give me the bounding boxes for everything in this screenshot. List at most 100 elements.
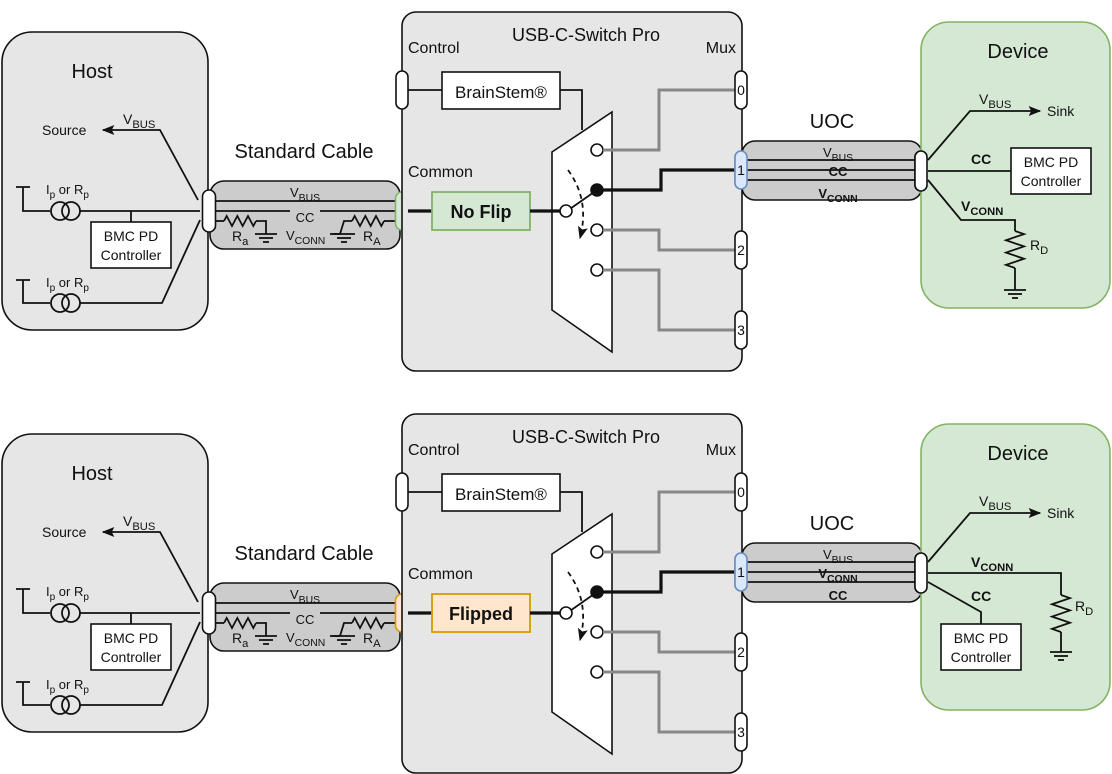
host-controller-line-1: BMC PD <box>104 630 158 646</box>
host-bmc-pd-controller-box <box>90 221 172 269</box>
mux-label: Mux <box>706 442 736 459</box>
contact-0 <box>590 143 604 157</box>
rd-label-main: R <box>1075 598 1085 614</box>
orientation-box <box>431 191 531 231</box>
current-source-icon-1 <box>50 201 81 221</box>
device-vbus-wire <box>927 507 1042 563</box>
current-source-coil-2 <box>61 603 81 623</box>
contact-2 <box>590 223 604 237</box>
device-vconn-label-main: V <box>961 198 971 214</box>
host-vbus-label: VBUS <box>123 513 155 533</box>
cable-cc-label: CC <box>296 210 315 225</box>
mux-port-2-label: 2 <box>737 644 745 660</box>
uoc-line-label-0-main: V <box>823 145 832 160</box>
or-text: or <box>55 677 74 692</box>
device-plug <box>914 150 928 192</box>
common-label: Common <box>408 164 473 181</box>
rp-sub: p <box>83 190 89 201</box>
uoc-line-label-1-sub: CONN <box>827 574 858 585</box>
ra-left-label-main: R <box>232 630 242 646</box>
device-cc-wire <box>927 581 982 624</box>
cable-vconn-label: VCONN <box>286 630 325 649</box>
device-vconn-label-sub: CONN <box>980 562 1013 574</box>
host-title: Host <box>71 463 113 485</box>
or-text: or <box>55 275 74 290</box>
host-vbus-wire <box>101 124 199 201</box>
switch-title: USB-C-Switch Pro <box>512 25 660 45</box>
device-cc-label: CC <box>971 151 991 167</box>
ra-right-label-sub: A <box>373 236 381 248</box>
mux-port-2-label: 2 <box>737 242 745 258</box>
host-vbus-label-sub: BUS <box>132 521 155 533</box>
trace-port-2 <box>603 228 736 252</box>
rp-sub: p <box>83 685 89 696</box>
brainstem-to-mux-wire <box>560 89 583 130</box>
host-cc-wire-2 <box>16 219 201 304</box>
ra-right-resistor-icon <box>351 214 385 228</box>
sink-label: Sink <box>1047 505 1075 521</box>
uoc-line-label-0: VBUS <box>823 547 853 566</box>
host-cc-wire-1 <box>16 186 200 212</box>
current-source-coil-2 <box>61 695 81 715</box>
ra-left-resistor-icon <box>223 214 257 228</box>
brainstem-label: BrainStem® <box>455 83 547 102</box>
device-title: Device <box>987 443 1048 465</box>
cable-title: Standard Cable <box>235 543 374 565</box>
ra-right-label-main: R <box>363 228 373 244</box>
mux-port-0-label: 0 <box>737 82 745 98</box>
ip-sub: p <box>50 685 56 696</box>
uoc-line-label-0-sub: BUS <box>832 555 853 566</box>
mux-port-0 <box>734 472 748 512</box>
contact-1-active <box>590 183 604 197</box>
ra-right-to-ground <box>339 622 352 637</box>
contact-2 <box>590 625 604 639</box>
control-port <box>395 70 409 110</box>
uoc-line-label-1: VCONN <box>818 566 857 585</box>
control-label: Control <box>408 442 460 459</box>
ra-right-label: RA <box>363 630 381 650</box>
device-vconn-label-sub: CONN <box>970 206 1003 218</box>
device-vbus-label: VBUS <box>979 91 1011 111</box>
device-vbus-label: VBUS <box>979 493 1011 513</box>
uoc-title: UOC <box>810 513 854 535</box>
device-vconn-label-main: V <box>971 554 981 570</box>
device-bmc-pd-controller-box <box>1010 147 1092 195</box>
cable-vbus-label-main: V <box>290 185 299 200</box>
ip-main: I <box>46 182 50 197</box>
rd-label-main: R <box>1030 237 1040 253</box>
uoc-port-1-plug <box>734 150 748 190</box>
host-vbus-label-main: V <box>123 513 133 529</box>
mux-port-3 <box>734 712 748 752</box>
contact-3 <box>590 665 604 679</box>
ra-right-label: RA <box>363 228 381 248</box>
current-source-coil-1 <box>50 603 70 623</box>
uoc-line-label-0-sub: BUS <box>832 153 853 164</box>
cable-title: Standard Cable <box>235 141 374 163</box>
switch-title: USB-C-Switch Pro <box>512 427 660 447</box>
trace-port-2 <box>603 630 736 654</box>
ra-right-resistor-icon <box>351 616 385 630</box>
ip-main: I <box>46 677 50 692</box>
brainstem-label: BrainStem® <box>455 485 547 504</box>
host-controller-line-2: Controller <box>101 247 162 263</box>
ra-left-label: Ra <box>232 228 249 248</box>
current-source-icon-2 <box>50 293 81 313</box>
current-source-icon-2 <box>50 695 81 715</box>
rp-main: R <box>74 182 83 197</box>
rp-sub: p <box>83 283 89 294</box>
source-label: Source <box>42 122 87 138</box>
host-vbus-wire <box>101 526 199 603</box>
orientation-box <box>431 593 531 633</box>
device-controller-line-2: Controller <box>951 649 1012 665</box>
uoc-line-label-0-main: V <box>823 547 832 562</box>
